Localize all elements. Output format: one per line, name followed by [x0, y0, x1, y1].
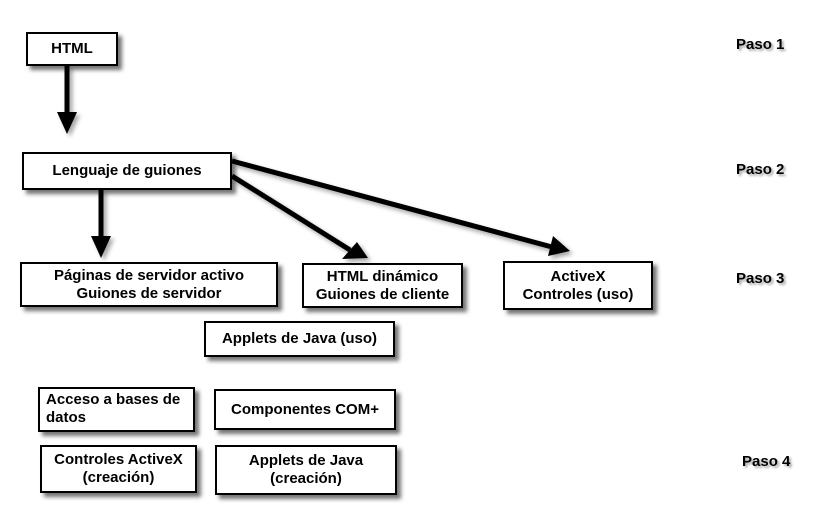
arrow-scripting-to-dhtml [230, 173, 368, 259]
node-dynamic-html-line-1: HTML dinámico [326, 267, 439, 285]
step-label-2: Paso 2 [736, 161, 785, 178]
node-active-server-pages: Páginas de servidor activo Guiones de se… [20, 262, 278, 307]
arrow-scripting-to-asp [91, 190, 111, 258]
node-java-applets-use: Applets de Java (uso) [204, 321, 395, 357]
node-activex-controls-create-line-1: Controles ActiveX [54, 451, 183, 468]
arrow-scripting-to-activex [231, 158, 570, 256]
node-java-applets-use-label: Applets de Java (uso) [221, 330, 378, 347]
node-dynamic-html: HTML dinámico Guiones de cliente [302, 263, 463, 308]
node-java-applets-create-line-2: (creación) [270, 470, 342, 487]
node-java-applets-create-line-1: Applets de Java [248, 452, 364, 469]
node-dynamic-html-line-2: Guiones de cliente [315, 285, 450, 303]
step-label-3: Paso 3 [736, 270, 785, 287]
step-label-1: Paso 1 [736, 36, 785, 53]
node-java-applets-create: Applets de Java (creación) [215, 445, 397, 495]
node-activex-controls-use: ActiveX Controles (uso) [503, 261, 653, 310]
node-activex-controls-create: Controles ActiveX (creación) [40, 445, 197, 493]
step-label-4: Paso 4 [742, 453, 791, 470]
node-com-components-label: Componentes COM+ [231, 400, 379, 418]
node-activex-controls-use-line-1: ActiveX [550, 267, 606, 285]
arrow-html-to-scripting [57, 66, 77, 134]
node-active-server-pages-line-2: Guiones de servidor [76, 284, 222, 302]
node-database-access-line-2: datos [46, 409, 87, 426]
node-database-access-line-1: Acceso a bases de [46, 391, 181, 408]
node-activex-controls-use-line-2: Controles (uso) [522, 285, 634, 303]
node-html-label: HTML [51, 40, 93, 57]
node-database-access: Acceso a bases de datos [38, 387, 195, 432]
node-scripting-language-label: Lenguaje de guiones [52, 162, 202, 179]
node-active-server-pages-line-1: Páginas de servidor activo [53, 266, 245, 284]
node-activex-controls-create-line-2: (creación) [82, 469, 155, 486]
node-com-components: Componentes COM+ [214, 389, 396, 430]
node-scripting-language: Lenguaje de guiones [22, 152, 232, 190]
node-html: HTML [26, 32, 118, 66]
